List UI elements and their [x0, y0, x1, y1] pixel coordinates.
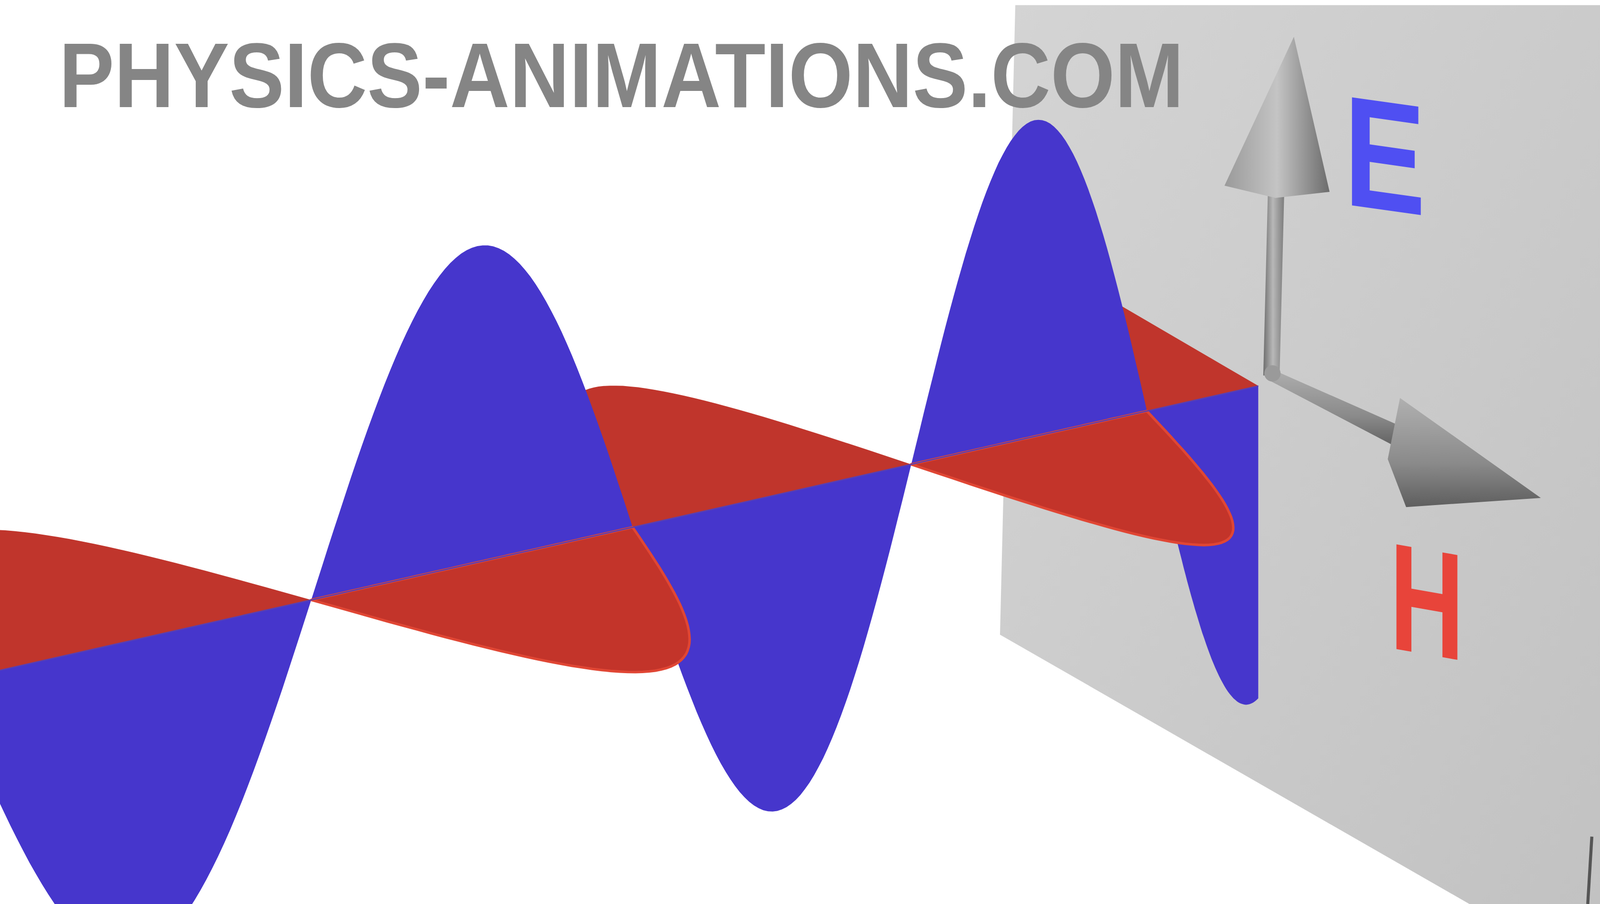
- e-field-lobe: [911, 120, 1148, 465]
- arrow-origin: [1264, 365, 1281, 382]
- field-label: H: [1389, 519, 1465, 685]
- e-arrow-shaft: [1263, 173, 1285, 376]
- e-field-lobe: [0, 600, 312, 904]
- watermark: PHYSICS-ANIMATIONS.COM: [59, 29, 1184, 122]
- h-field-lobe: [311, 527, 690, 673]
- e-arrow-head: [1224, 36, 1330, 199]
- h-arrow-head: [1387, 398, 1541, 508]
- field-label: E: [1343, 71, 1426, 240]
- wave-axis: [0, 386, 1259, 710]
- h-arrow-shaft: [1267, 367, 1406, 450]
- plane-edge: [1587, 837, 1592, 904]
- e-field-wave: [0, 120, 1259, 904]
- h-field-front-lobes: [0, 411, 1234, 797]
- h-field-lobe: [911, 411, 1234, 546]
